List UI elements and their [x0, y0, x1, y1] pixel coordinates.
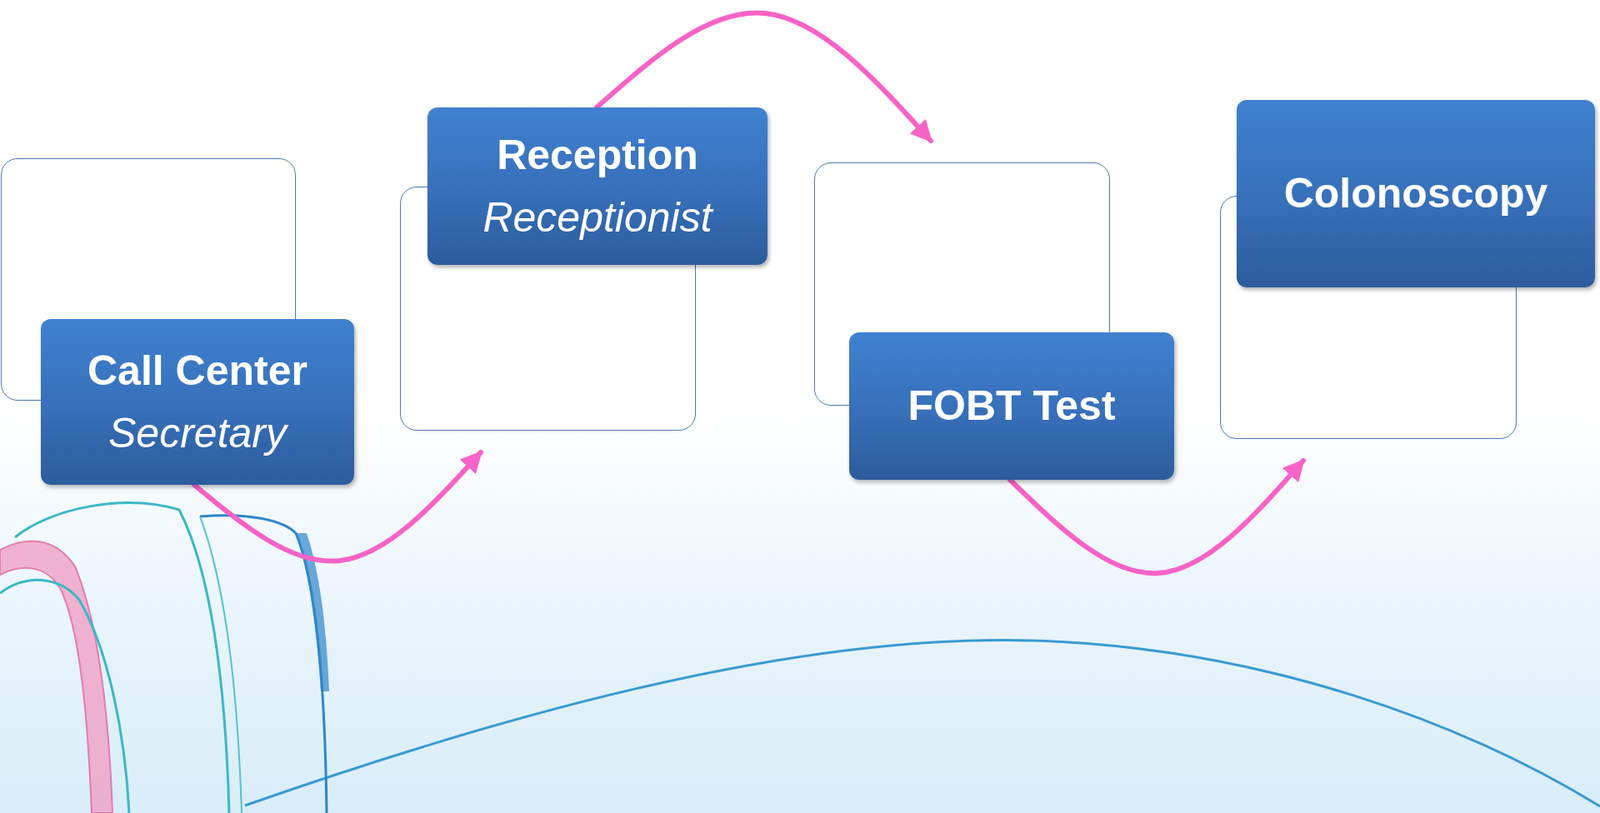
step-role: Receptionist	[482, 186, 712, 250]
endoscope-teal-edge	[200, 516, 242, 813]
step-title: Reception	[496, 124, 699, 187]
step-title: FOBT Test	[907, 375, 1115, 438]
wave-line	[245, 640, 1600, 807]
process-box: Colonoscopy	[1236, 100, 1595, 288]
endoscope-teal-inner	[0, 580, 130, 813]
step-title: Call Center	[87, 340, 308, 403]
process-node: Call CenterSecretary	[0, 158, 355, 485]
process-box: Call CenterSecretary	[40, 319, 355, 485]
step-title: Colonoscopy	[1284, 162, 1549, 225]
step-role: Secretary	[108, 402, 287, 465]
process-box: FOBT Test	[849, 332, 1175, 480]
process-node: ReceptionReceptionist	[400, 107, 768, 431]
process-node: FOBT Test	[814, 162, 1175, 480]
process-box: ReceptionReceptionist	[427, 107, 768, 265]
process-node: Colonoscopy	[1220, 100, 1595, 440]
endoscope-teal-rim	[15, 503, 230, 813]
